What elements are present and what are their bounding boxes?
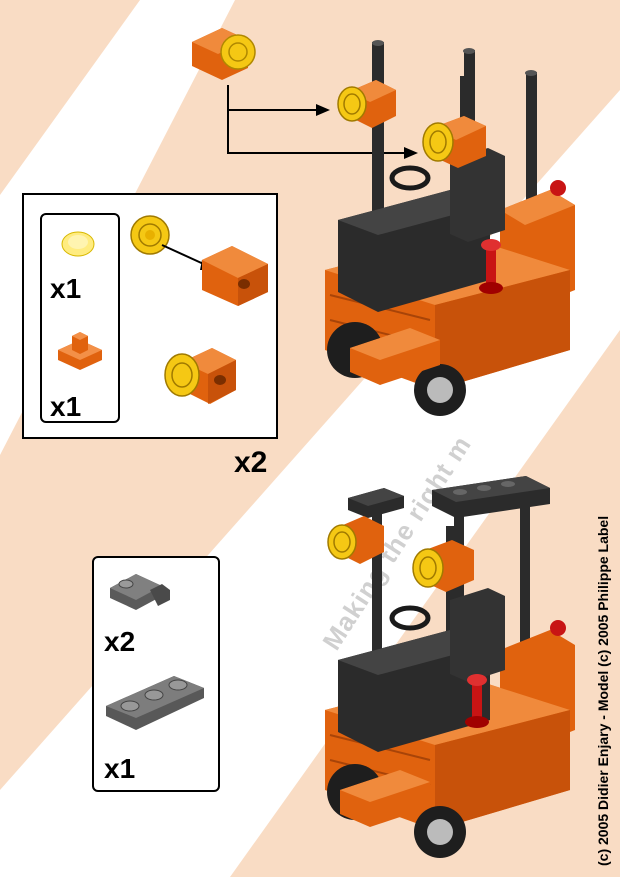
forklift-model-before	[325, 40, 575, 416]
part-count: x1	[50, 273, 82, 304]
part-count: x1	[104, 753, 136, 784]
trans-yellow-round-plate-icon	[130, 215, 170, 255]
orange-clip-plate-icon	[58, 332, 102, 370]
dark-gray-clip-plate-icon	[110, 574, 170, 610]
mounted-lamp	[337, 80, 396, 128]
mounted-lamp	[412, 540, 474, 592]
mounted-lamp	[327, 516, 384, 564]
arrow-head	[404, 147, 418, 159]
subassembly-diagram	[130, 215, 268, 404]
copyright-text: (c) 2005 Didier Enjary - Model (c) 2005 …	[595, 515, 611, 866]
trans-yellow-round-plate-icon	[61, 231, 95, 257]
orange-clip-with-lamp-icon	[164, 348, 236, 404]
repeat-count: x2	[234, 446, 268, 479]
part-count: x1	[50, 391, 82, 422]
mounted-lamp	[422, 116, 486, 168]
forklift-model-after	[325, 476, 575, 858]
arrow-head	[316, 104, 330, 116]
part-count: x2	[104, 626, 136, 657]
orange-clip-with-lamp-icon	[192, 28, 256, 80]
dark-gray-1x3-plate-icon	[106, 676, 204, 730]
assembly-arrows	[227, 85, 405, 154]
orange-clip-plate-icon	[202, 246, 268, 306]
